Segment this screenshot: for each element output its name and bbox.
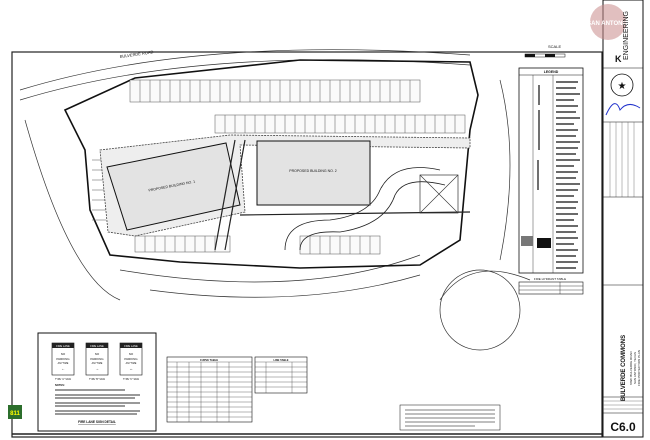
svg-text:ANYTIME: ANYTIME [126,362,137,365]
svg-text:FIRE LANE SIGN DETAIL: FIRE LANE SIGN DETAIL [78,420,116,424]
curve-table: CURVE TABLE [166,356,253,423]
parking-top [92,79,466,255]
firm-name: ENGINEERING [623,11,630,60]
watermark-text: SAN ANTONIO [587,21,629,27]
scale-bar: SCALE [524,44,566,58]
svg-text:NO: NO [61,352,66,356]
sign-b: FIRE LANE NO PARKING ANYTIME → TYPE "B" … [85,342,109,381]
svg-text:TYPE "A" SIGN: TYPE "A" SIGN [55,378,71,381]
engineer-seal [610,73,634,97]
svg-text:FIRE HYDRANT TABLE: FIRE HYDRANT TABLE [534,277,566,281]
svg-text:PARKING: PARKING [56,357,70,361]
svg-text:↔: ↔ [129,366,133,371]
svg-text:811: 811 [10,411,20,417]
svg-text:TYPE "C" SIGN: TYPE "C" SIGN [123,379,140,381]
sheet-border [11,51,603,438]
project-title: BULVERDE COMMONS [621,335,627,401]
svg-text:CURVE TABLE: CURVE TABLE [200,358,218,362]
sheet-title: FIRE PROTECTION PLAN [637,350,641,386]
svg-text:FIRE LANE: FIRE LANE [90,344,104,348]
sign-c: FIRE LANE NO PARKING ANYTIME ↔ TYPE "C" … [119,342,143,381]
svg-text:LEGEND: LEGEND [544,70,559,74]
building-2-label: PROPOSED BUILDING NO. 2 [289,169,337,173]
road-label: BULVERDE ROAD [119,49,153,59]
line-table: LINE TABLE [254,356,308,394]
svg-text:FIRE LANE: FIRE LANE [124,344,138,348]
notes-block [399,404,501,431]
signature [605,103,641,116]
legend: LEGEND [518,67,584,274]
firm-logo-mark: K [615,54,622,64]
svg-text:PARKING: PARKING [90,357,104,361]
svg-text:NWC BULVERDE ROAD: NWC BULVERDE ROAD [629,350,633,384]
svg-text:SCALE: SCALE [548,44,561,49]
watermark-seal [590,4,626,40]
sheet-number: C6.0 [610,420,636,434]
drive-aisles [214,139,471,251]
svg-text:ANYTIME: ANYTIME [92,362,103,365]
title-block: SAN ANTONIO K ENGINEERING ★ BULVERDE COM… [587,0,644,438]
property-boundary [63,59,479,269]
svg-text:NOTES:: NOTES: [55,383,65,387]
svg-text:ANYTIME: ANYTIME [58,362,69,365]
svg-text:NO: NO [129,352,134,356]
svg-text:FIRE LANE: FIRE LANE [56,344,70,348]
fire-lane-sign-detail: FIRE LANE NO PARKING ANYTIME ← TYPE "A" … [37,332,157,432]
811-badge: 811 [8,405,22,419]
svg-text:SAN ANTONIO, TEXAS: SAN ANTONIO, TEXAS [633,352,637,384]
svg-text:NO: NO [95,352,100,356]
svg-text:←: ← [61,366,65,371]
building-2 [256,140,371,206]
svg-text:LINE TABLE: LINE TABLE [273,358,288,362]
svg-text:TYPE "B" SIGN: TYPE "B" SIGN [89,379,105,381]
sign-a: FIRE LANE NO PARKING ANYTIME ← TYPE "A" … [51,342,75,381]
building-1 [106,142,241,231]
svg-text:★: ★ [618,81,627,92]
svg-text:PARKING: PARKING [124,357,138,361]
svg-text:→: → [95,366,99,371]
fire-hydrant-area [419,174,459,214]
fire-hydrant-table: FIRE HYDRANT TABLE [518,277,584,295]
